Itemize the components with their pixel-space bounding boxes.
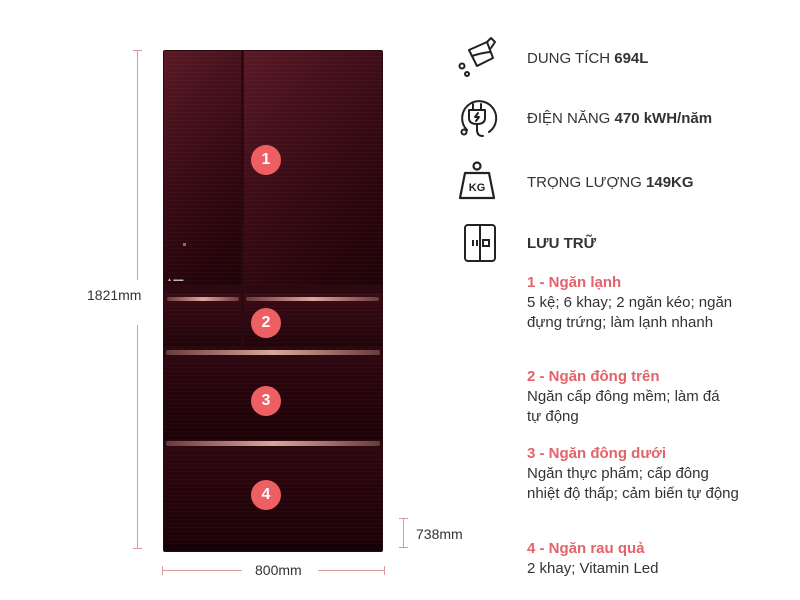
power-plug-icon <box>455 96 499 140</box>
height-dimension-cap-bottom <box>133 548 142 549</box>
left-door <box>164 51 241 285</box>
compartment-1: 1 - Ngăn lạnh 5 kệ; 6 khay; 2 ngăn kéo; … <box>527 273 767 333</box>
brand-logo: ▲ ▬▬ <box>167 277 184 283</box>
compartment-3-title: 3 - Ngăn đông dưới <box>527 445 667 462</box>
handle-upper-left <box>167 297 239 301</box>
handle-vegetable-drawer <box>166 441 380 446</box>
drawer-dimension-line <box>403 518 404 548</box>
fridge-base <box>164 544 382 551</box>
width-dimension-label: 800mm <box>255 562 302 578</box>
spec-weight: KG TRỌNG LƯỢNG 149KG <box>455 160 694 204</box>
width-dimension-line-left <box>162 570 242 571</box>
height-dimension-label: 1821mm <box>87 287 142 303</box>
badge-compartment-3: 3 <box>251 386 281 416</box>
drawer-dimension-label: 738mm <box>416 526 463 542</box>
compartment-4: 4 - Ngăn rau quả 2 khay; Vitamin Led <box>527 539 767 579</box>
compartment-4-description: 2 khay; Vitamin Led <box>527 560 659 577</box>
handle-lower-freezer <box>166 350 380 355</box>
compartment-3-description: Ngăn thực phẩm; cấp đông nhiệt độ thấp; … <box>527 465 739 502</box>
upper-freezer-left <box>164 293 241 347</box>
badge-compartment-2: 2 <box>251 308 281 338</box>
door-sensor <box>183 243 186 246</box>
lower-freezer-drawer <box>164 360 382 440</box>
spec-capacity: DUNG TÍCH 694L <box>455 36 648 80</box>
height-dimension-line-bottom <box>137 325 138 548</box>
spec-weight-label: TRỌNG LƯỢNG <box>527 173 642 191</box>
spec-capacity-label: DUNG TÍCH <box>527 49 611 67</box>
badge-compartment-4: 4 <box>251 480 281 510</box>
weight-kg-icon: KG <box>455 160 499 204</box>
compartment-1-title: 1 - Ngăn lạnh <box>527 274 622 291</box>
spec-storage: LƯU TRỮ <box>455 221 596 265</box>
width-dimension-cap-right <box>384 566 385 575</box>
refrigerator-image: ▲ ▬▬ 1 2 3 4 <box>163 50 383 552</box>
compartment-2: 2 - Ngăn đông trên Ngăn cấp đông mềm; là… <box>527 367 767 427</box>
badge-compartment-1: 1 <box>251 145 281 175</box>
spec-power: ĐIỆN NĂNG 470 kWH/năm <box>455 96 712 140</box>
spec-storage-label: LƯU TRỮ <box>527 234 597 252</box>
width-dimension-line-right <box>318 570 384 571</box>
fridge-icon <box>455 221 499 265</box>
compartment-2-description: Ngăn cấp đông mềm; làm đá tự động <box>527 388 720 425</box>
svg-text:KG: KG <box>469 182 486 194</box>
spec-capacity-value: 694L <box>614 49 649 67</box>
drawer-dimension-cap-bottom <box>399 547 408 548</box>
measuring-jug-icon <box>455 36 499 80</box>
compartment-4-title: 4 - Ngăn rau quả <box>527 540 645 557</box>
compartment-2-title: 2 - Ngăn đông trên <box>527 368 660 385</box>
spec-power-value: 470 kWH/năm <box>614 109 713 127</box>
height-dimension-cap-top <box>133 50 142 51</box>
spec-weight-value: 149KG <box>646 173 694 191</box>
height-dimension-line-top <box>137 50 138 280</box>
compartment-1-description: 5 kệ; 6 khay; 2 ngăn kéo; ngăn đựng trứn… <box>527 294 733 331</box>
handle-upper-right <box>246 297 379 301</box>
compartment-3: 3 - Ngăn đông dưới Ngăn thực phẩm; cấp đ… <box>527 444 767 504</box>
spec-power-label: ĐIỆN NĂNG <box>527 109 611 127</box>
